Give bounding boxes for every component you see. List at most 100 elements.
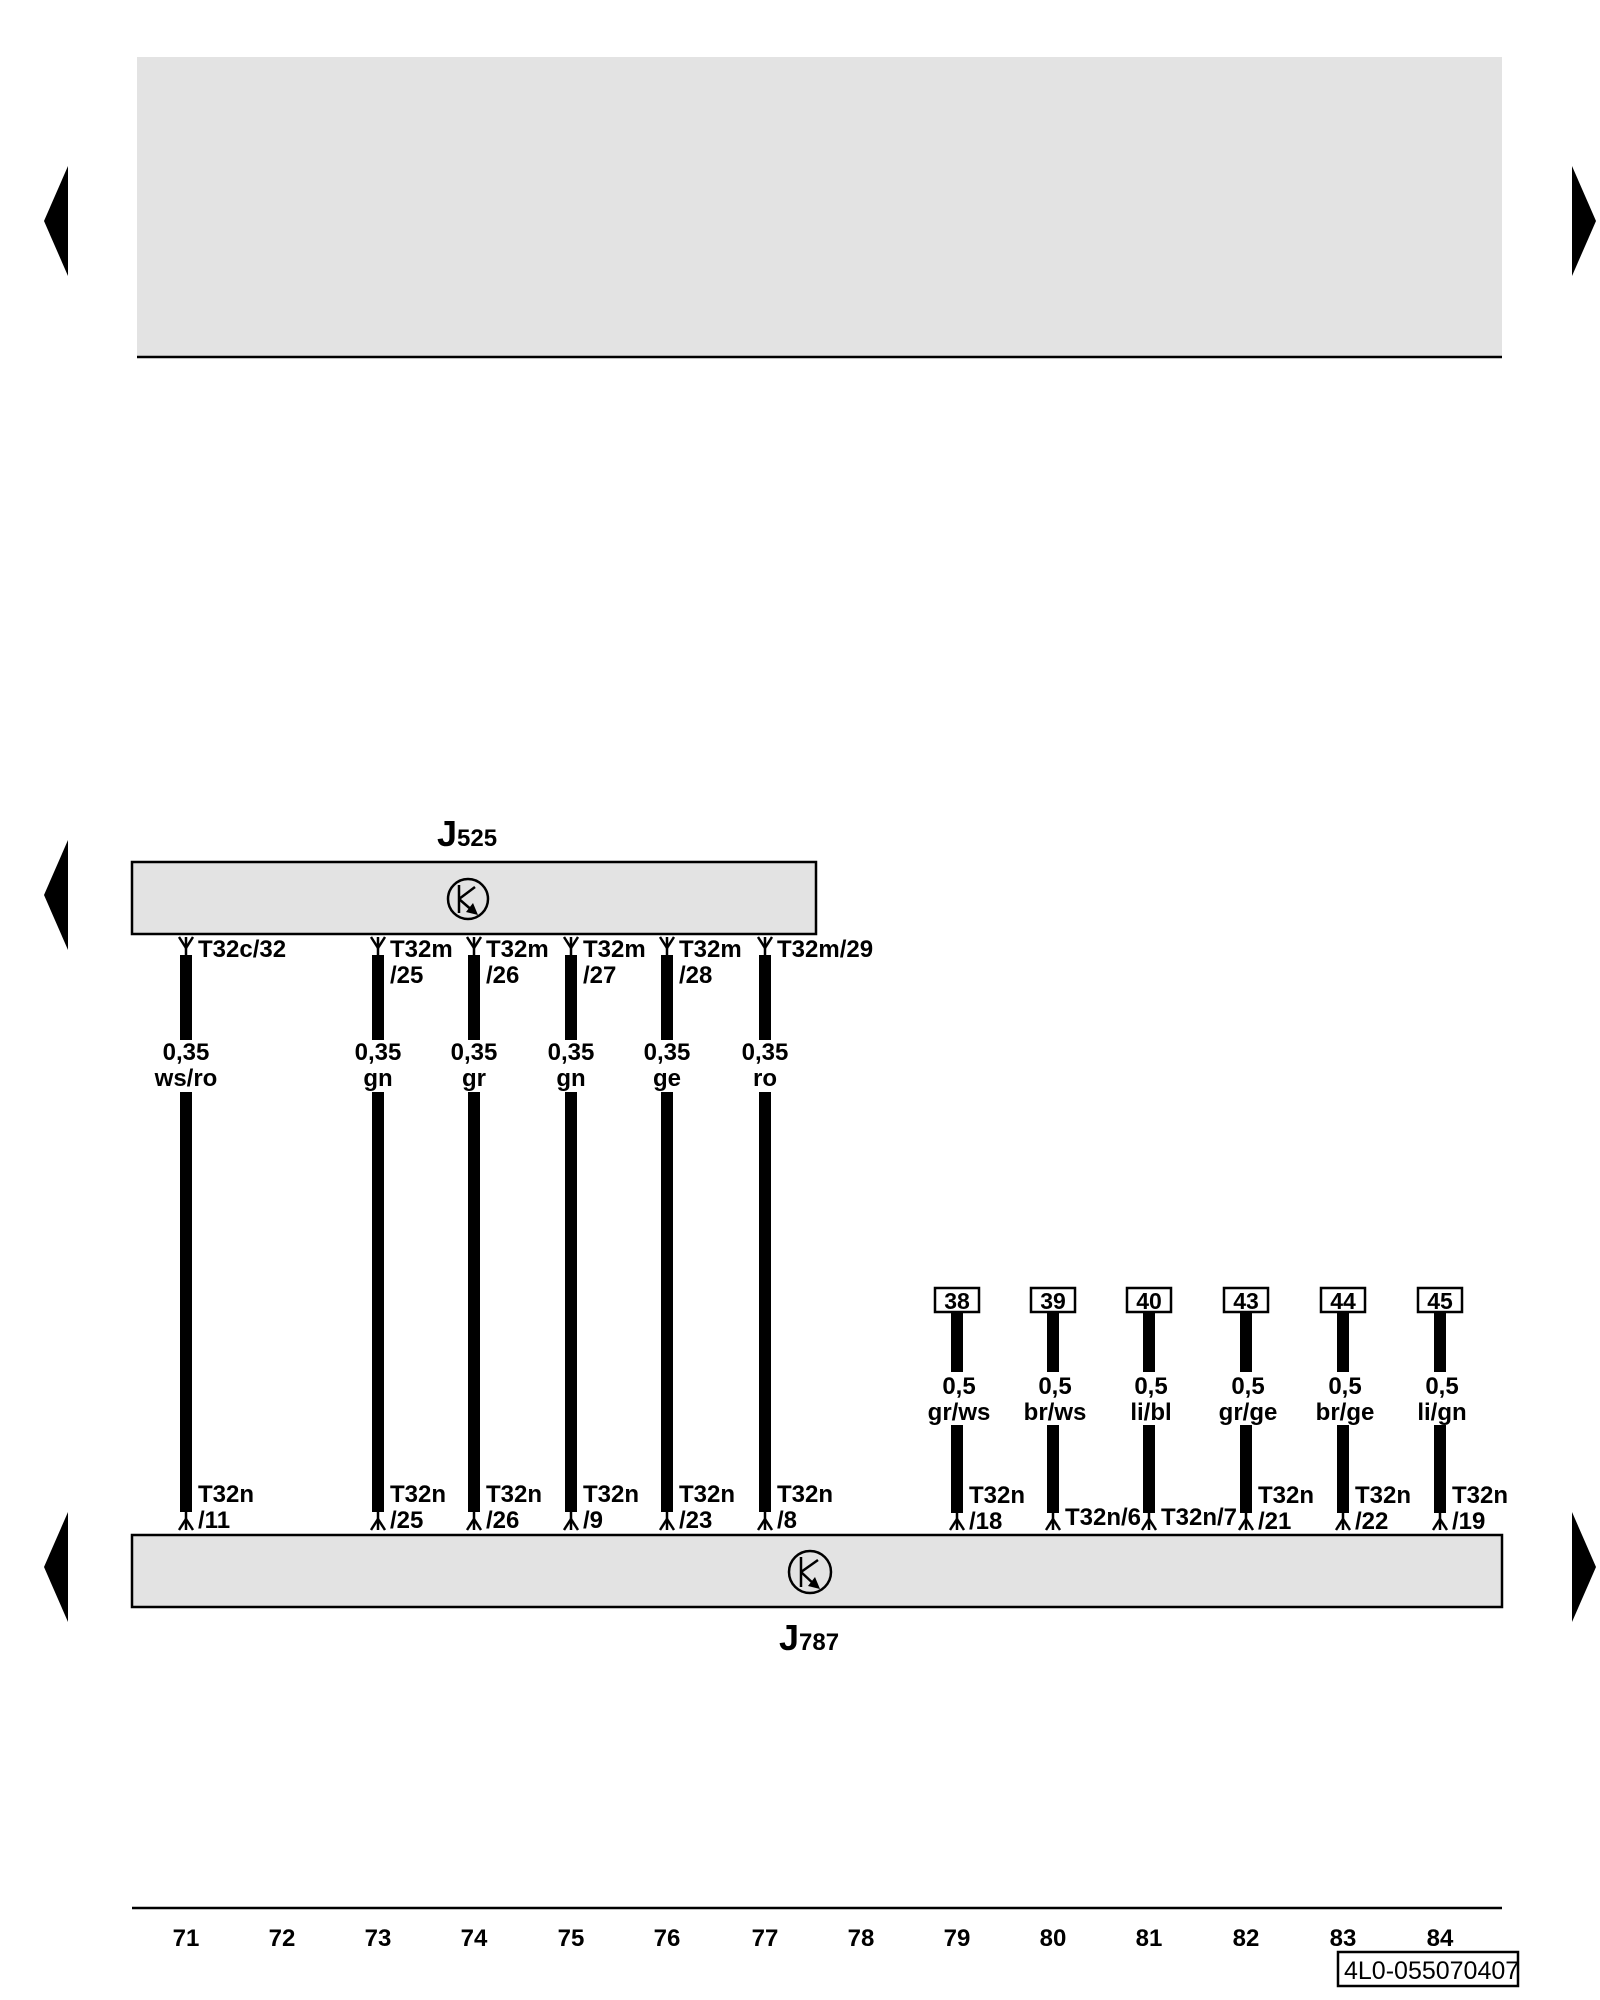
wire-segment-upper <box>468 955 480 1040</box>
wire-color: ws/ro <box>154 1065 218 1092</box>
ref-box <box>1125 1286 1173 1314</box>
track-number: 82 <box>1233 1925 1260 1952</box>
track-number: 81 <box>1136 1925 1163 1952</box>
j525-control-unit-icon <box>446 877 490 921</box>
wires-j525-to-j787: T32c/320,35ws/roT32n/11T32m/250,35gnT32n… <box>154 936 873 1534</box>
track-number: 77 <box>752 1925 779 1952</box>
wire-segment-lower <box>1434 1425 1446 1513</box>
ref-box <box>1222 1286 1270 1314</box>
bottom-pin-label: T32n <box>583 1481 639 1508</box>
top-pin-sub-label: /26 <box>486 962 519 989</box>
bottom-pin-sub-label: /26 <box>486 1507 519 1534</box>
j787-connector-5 <box>658 1512 676 1531</box>
wire-color: ge <box>653 1065 681 1092</box>
j525-connector-3 <box>465 936 483 955</box>
wire-segment-upper <box>951 1312 963 1372</box>
wire-size: 0,35 <box>451 1039 498 1066</box>
next-page-arrow-bottom[interactable] <box>1572 1512 1596 1622</box>
j525-label: J525 <box>437 813 497 854</box>
bottom-pin-sub-label: /23 <box>679 1507 712 1534</box>
wire-segment-upper <box>661 955 673 1040</box>
bottom-pin-label: T32n <box>198 1481 254 1508</box>
track-number: 78 <box>848 1925 875 1952</box>
j787-ref-connector-38 <box>948 1512 966 1531</box>
wire-color: ro <box>753 1065 777 1092</box>
bottom-pin-label: T32n <box>777 1481 833 1508</box>
top-pin-label: T32m <box>390 936 453 963</box>
ref-number: 43 <box>1233 1288 1259 1314</box>
wire-size: 0,5 <box>1134 1373 1167 1400</box>
track-number: 76 <box>654 1925 681 1952</box>
wire-color: gr <box>462 1065 486 1092</box>
wire-size: 0,5 <box>942 1373 975 1400</box>
wire-color: li/gn <box>1417 1399 1466 1426</box>
bottom-pin-sub-label: /21 <box>1258 1508 1291 1535</box>
document-code-box <box>1336 1950 1520 1988</box>
j787-connector-2 <box>369 1512 387 1531</box>
top-pin-label: T32m <box>583 936 646 963</box>
bottom-pin-label: T32n <box>1258 1482 1314 1509</box>
bottom-pin-sub-label: /25 <box>390 1507 423 1534</box>
ref-box <box>1416 1286 1464 1314</box>
j787-ref-connector-40 <box>1140 1512 1158 1531</box>
bottom-pin-label: T32n/6 <box>1065 1504 1141 1531</box>
prev-page-arrow-bottom[interactable] <box>44 1512 68 1622</box>
wire-segment-lower <box>180 1092 192 1512</box>
bottom-pin-label: T32n <box>390 1481 446 1508</box>
bottom-pin-label: T32n <box>1355 1482 1411 1509</box>
wire-size: 0,35 <box>644 1039 691 1066</box>
prev-page-arrow-middle[interactable] <box>44 840 68 950</box>
top-pin-sub-label: /28 <box>679 962 712 989</box>
j787-ref-connector-45 <box>1431 1512 1449 1531</box>
track-number: 84 <box>1427 1925 1454 1952</box>
j525-connector-6 <box>756 936 774 955</box>
wire-color: br/ws <box>1024 1399 1087 1426</box>
j525-box <box>130 860 818 936</box>
wire-color: gr/ws <box>928 1399 991 1426</box>
wire-segment-lower <box>951 1425 963 1513</box>
wire-segment-lower <box>661 1092 673 1512</box>
wire-color: gn <box>556 1065 585 1092</box>
wire-segment-lower <box>1240 1425 1252 1513</box>
j525-connector-1 <box>177 936 195 955</box>
wire-size: 0,35 <box>548 1039 595 1066</box>
bottom-pin-label: T32n <box>679 1481 735 1508</box>
j525-connector-5 <box>658 936 676 955</box>
bottom-pin-label: T32n <box>486 1481 542 1508</box>
next-page-arrow-top[interactable] <box>1572 166 1596 276</box>
bottom-pin-sub-label: /19 <box>1452 1508 1485 1535</box>
wire-color: br/ge <box>1316 1399 1375 1426</box>
ref-box <box>1319 1286 1367 1314</box>
j787-subscript: 787 <box>799 1629 839 1656</box>
wire-segment-upper <box>372 955 384 1040</box>
ref-number: 45 <box>1427 1288 1453 1314</box>
track-number: 72 <box>269 1925 296 1952</box>
wire-size: 0,35 <box>742 1039 789 1066</box>
wire-segment-upper <box>1434 1312 1446 1372</box>
j787-connector-4 <box>562 1512 580 1531</box>
bottom-pin-sub-label: /18 <box>969 1508 1002 1535</box>
prev-page-arrow-top[interactable] <box>44 166 68 276</box>
bottom-pin-label: T32n <box>1452 1482 1508 1509</box>
track-number: 80 <box>1040 1925 1067 1952</box>
wire-segment-lower <box>759 1092 771 1512</box>
track-number: 79 <box>944 1925 971 1952</box>
top-pin-sub-label: /25 <box>390 962 423 989</box>
wire-size: 0,35 <box>163 1039 210 1066</box>
j787-ref-connector-43 <box>1237 1512 1255 1531</box>
wire-segment-upper <box>1047 1312 1059 1372</box>
j525-connector-4 <box>562 936 580 955</box>
wire-segment-lower <box>565 1092 577 1512</box>
bottom-pin-label: T32n/7 <box>1161 1504 1237 1531</box>
wire-segment-lower <box>1047 1425 1059 1513</box>
